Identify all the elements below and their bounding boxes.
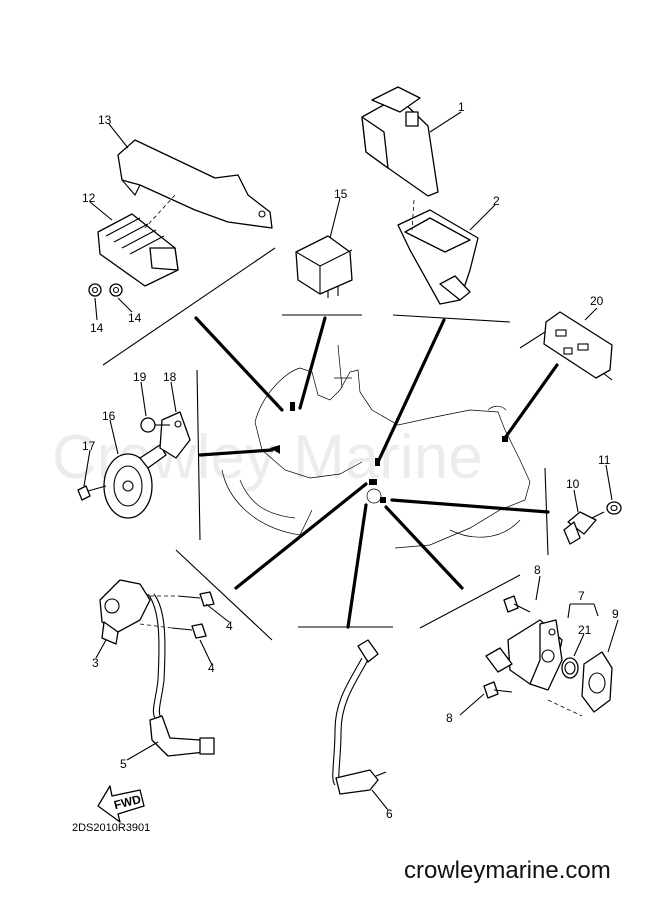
callout-5: 5 — [120, 757, 127, 771]
callout-16: 16 — [102, 409, 116, 423]
callout-4b: 4 — [208, 661, 215, 675]
callout-10: 10 — [566, 477, 580, 491]
horn-bracket-icon[interactable] — [159, 411, 191, 459]
gasket-icon[interactable] — [547, 651, 613, 717]
callout-3: 3 — [92, 656, 99, 670]
diagram-reference-code: 2DS2010R3901 — [72, 822, 151, 834]
ecu-unit-icon[interactable] — [361, 86, 439, 197]
site-url-link[interactable]: crowleymarine.com — [404, 857, 611, 884]
horn-icon[interactable] — [103, 444, 167, 519]
svg-text:FWD: FWD — [112, 792, 142, 812]
callout-17: 17 — [82, 439, 96, 453]
callout-4a: 4 — [226, 619, 233, 633]
callout-2: 2 — [493, 194, 500, 208]
bolt-icon-4[interactable] — [139, 591, 215, 639]
rectifier-regulator-icon[interactable] — [97, 213, 179, 287]
callout-leaders — [83, 111, 619, 811]
motorcycle-outline — [221, 344, 531, 549]
callout-1: 1 — [458, 100, 465, 114]
ecu-cover-icon[interactable] — [397, 199, 479, 305]
o-ring-icon[interactable] — [561, 657, 579, 679]
callout-14a: 14 — [90, 321, 104, 335]
oxygen-sensor-icon[interactable] — [332, 639, 387, 795]
mounting-bracket-icon[interactable] — [117, 139, 273, 229]
forward-arrow-icon: FWD — [97, 785, 145, 823]
bolt-icon-8[interactable] — [483, 595, 531, 699]
location-leaders — [194, 316, 559, 629]
washer-icon[interactable] — [606, 501, 622, 515]
callout-9: 9 — [612, 607, 619, 621]
callout-20: 20 — [590, 294, 604, 308]
callout-7: 7 — [578, 589, 585, 603]
screw-icon[interactable] — [140, 417, 170, 433]
callout-21: 21 — [578, 623, 592, 637]
location-markers — [270, 402, 508, 504]
relay-icon[interactable] — [295, 235, 353, 298]
temperature-sensor-icon[interactable] — [563, 511, 605, 545]
callout-19: 19 — [133, 370, 147, 384]
callout-8a: 8 — [534, 563, 541, 577]
callout-11: 11 — [598, 453, 611, 467]
callout-15: 15 — [334, 187, 348, 201]
callout-6: 6 — [386, 807, 393, 821]
callout-14b: 14 — [128, 311, 142, 325]
callout-8b: 8 — [446, 711, 453, 725]
ignition-coil-icon[interactable] — [99, 579, 166, 721]
idle-valve-icon[interactable] — [485, 619, 563, 691]
connector-plate-icon[interactable] — [543, 311, 613, 379]
callout-13: 13 — [98, 113, 112, 127]
spark-plug-cap-icon[interactable] — [149, 715, 215, 757]
callout-numbers: 1 2 3 4 4 5 6 7 8 8 9 10 11 12 13 14 14 … — [82, 100, 619, 821]
nut-icon[interactable] — [88, 283, 123, 297]
bolt-icon[interactable] — [77, 485, 107, 501]
callout-12: 12 — [82, 191, 96, 205]
callout-18: 18 — [163, 370, 177, 384]
